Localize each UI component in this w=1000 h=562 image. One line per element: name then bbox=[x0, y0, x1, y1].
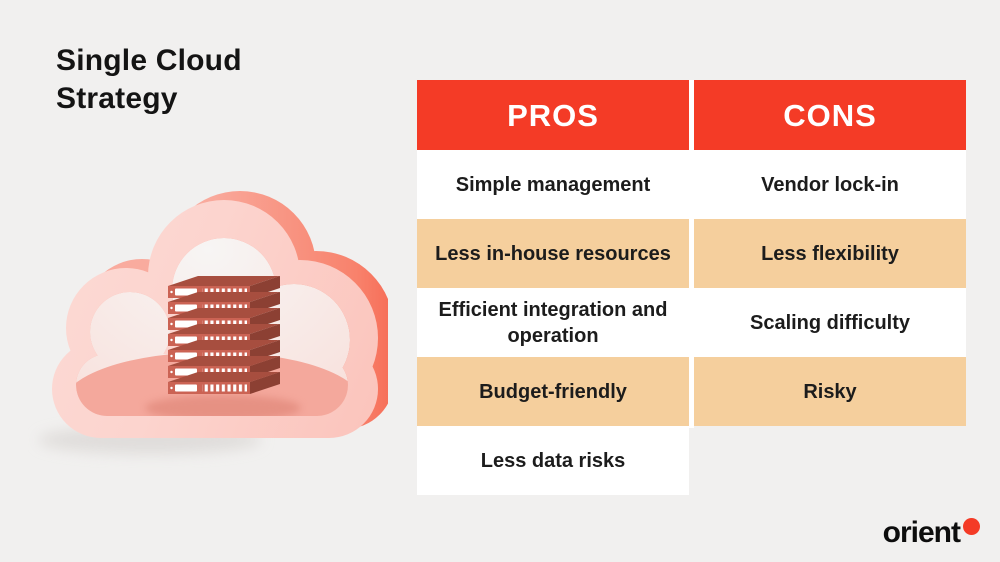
table-cell-cons-4: Risky bbox=[694, 357, 966, 426]
table-cell-cons-empty bbox=[694, 426, 966, 495]
table-cell-pros-3: Efficient integration and operation bbox=[417, 288, 689, 357]
logo-dot-icon bbox=[963, 518, 980, 535]
cons-column: CONS Vendor lock-in Less flexibility Sca… bbox=[694, 80, 966, 495]
column-divider bbox=[689, 80, 694, 428]
pros-cons-table: PROS Simple management Less in-house res… bbox=[417, 80, 966, 497]
table-cell-pros-2: Less in-house resources bbox=[417, 219, 689, 288]
pros-header: PROS bbox=[417, 80, 689, 150]
table-cell-pros-5: Less data risks bbox=[417, 426, 689, 495]
table-cell-pros-4: Budget-friendly bbox=[417, 357, 689, 426]
logo-wordmark: orient bbox=[882, 516, 961, 549]
table-cell-cons-3: Scaling difficulty bbox=[694, 288, 966, 357]
pros-column: PROS Simple management Less in-house res… bbox=[417, 80, 689, 495]
cloud-server-illustration bbox=[28, 168, 388, 468]
cons-header: CONS bbox=[694, 80, 966, 150]
orient-logo: orient bbox=[883, 518, 980, 548]
page-title: Single Cloud Strategy bbox=[56, 44, 242, 115]
table-cell-cons-1: Vendor lock-in bbox=[694, 150, 966, 219]
table-cell-pros-1: Simple management bbox=[417, 150, 689, 219]
table-cell-cons-2: Less flexibility bbox=[694, 219, 966, 288]
server-stack-icon bbox=[168, 276, 280, 394]
